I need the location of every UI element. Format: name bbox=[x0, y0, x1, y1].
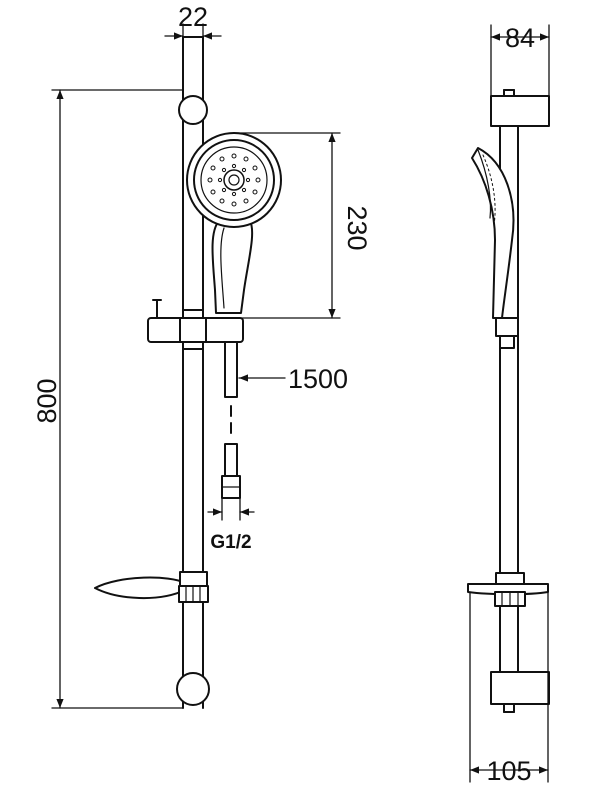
bracket-depth-label: 84 bbox=[505, 23, 535, 53]
top-bracket-side bbox=[490, 89, 550, 127]
top-wall-mount bbox=[178, 95, 208, 125]
dimension-lines bbox=[51, 23, 550, 783]
front-view bbox=[94, 36, 282, 709]
hose-length-label: 1500 bbox=[288, 364, 348, 394]
rail-front bbox=[182, 36, 204, 709]
soap-dish-side bbox=[467, 572, 549, 607]
connection-thread-label: G1/2 bbox=[210, 532, 251, 553]
slider-holder-front bbox=[147, 299, 244, 350]
soap-dish-depth-label: 105 bbox=[486, 756, 531, 785]
hand-shower-side bbox=[471, 147, 519, 349]
bottom-bracket-side bbox=[490, 671, 550, 713]
hose bbox=[221, 341, 241, 499]
side-view bbox=[467, 89, 550, 713]
soap-dish-front bbox=[94, 571, 209, 603]
shower-head-height-label: 230 bbox=[342, 205, 372, 250]
hand-shower-front bbox=[186, 132, 282, 314]
spray-nozzles bbox=[207, 153, 261, 207]
rail-height-label: 800 bbox=[32, 378, 62, 423]
rail-diameter-label: 22 bbox=[178, 2, 208, 32]
bottom-wall-mount bbox=[176, 672, 210, 706]
